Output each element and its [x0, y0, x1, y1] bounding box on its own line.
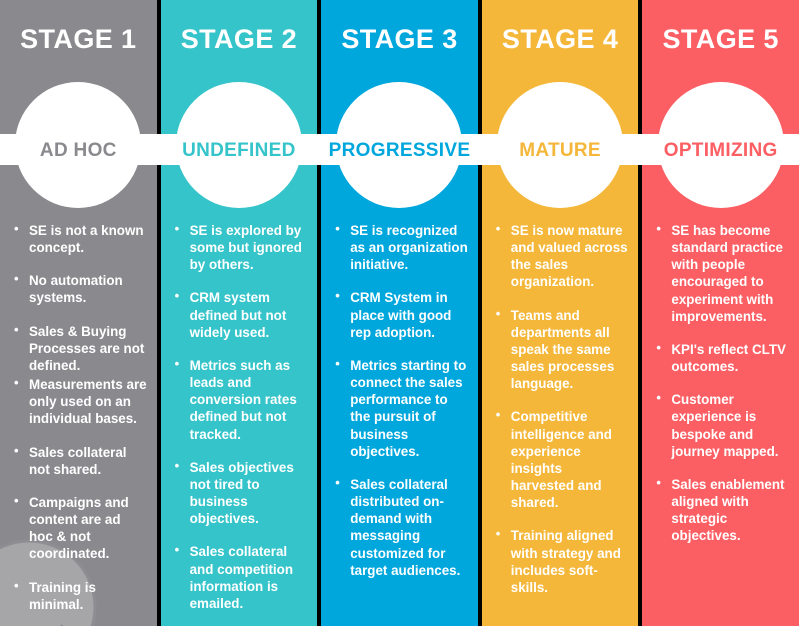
bullet-item: Sales collateral not shared. [14, 443, 147, 478]
stage-bullets-2: SE is explored by some but ignored by ot… [161, 221, 318, 626]
stage-bullets-1: SE is not a known concept. No automation… [0, 221, 157, 613]
stage-bullets-3: SE is recognized as an organization init… [321, 221, 478, 579]
stage-bullets-5: SE has become standard practice with peo… [642, 221, 799, 545]
stage-column-3[interactable]: STAGE 3 SE is recognized as an organizat… [321, 0, 478, 626]
bullet-item: Competitive intelligence and experience … [496, 407, 629, 511]
stage-title-4: STAGE 4 [501, 24, 619, 54]
stage-title-1: STAGE 1 [20, 24, 137, 54]
bullet-item: Teams and departments all speak the same… [496, 306, 629, 393]
bullet-item: SE is recognized as an organization init… [335, 221, 468, 273]
stage-column-2[interactable]: STAGE 2 SE is explored by some but ignor… [160, 0, 318, 626]
bullet-item: Sales & Buying Processes are not defined… [14, 322, 147, 374]
stage-column-5[interactable]: STAGE 5 SE has become standard practice … [642, 0, 799, 626]
bullet-item: SE is explored by some but ignored by ot… [175, 221, 308, 273]
stage-column-1[interactable]: STAGE 1 SE is not a known concept. No au… [0, 0, 157, 626]
connector-band [0, 134, 799, 165]
bullet-item: SE is now mature and valued across the s… [496, 221, 629, 291]
bullet-item: CRM System in place with good rep adopti… [335, 288, 468, 340]
bullet-item: Sales collateral and competition informa… [175, 542, 308, 612]
bullet-item: Sales enablement aligned with strategic … [656, 475, 789, 545]
bullet-item: Measurements are only used on an individ… [14, 375, 147, 427]
bullet-item: Training aligned with strategy and inclu… [496, 526, 629, 596]
stage-title-5: STAGE 5 [662, 24, 779, 54]
bullet-item: SE has become standard practice with peo… [656, 221, 789, 325]
bullet-item: SE is not a known concept. [14, 221, 147, 256]
stage-bullets-4: SE is now mature and valued across the s… [482, 221, 639, 596]
bullet-item: Campaigns and content are ad hoc & not c… [14, 493, 147, 563]
bullet-item: KPI's reflect CLTV outcomes. [656, 340, 789, 375]
bullet-item: Metrics such as leads and conversion rat… [175, 356, 308, 443]
bullet-item: Training is minimal. [14, 577, 147, 613]
bullet-item: Sales collateral distributed on-demand w… [335, 475, 468, 579]
bullet-item: No automation systems. [14, 271, 147, 306]
stage-title-3: STAGE 3 [341, 24, 458, 54]
bullet-item: Sales objectives not tired to business o… [175, 458, 308, 528]
bullet-item: CRM system defined but not widely used. [175, 288, 308, 340]
bullet-item: Metrics starting to connect the sales pe… [335, 356, 468, 460]
stage-column-4[interactable]: STAGE 4 SE is now mature and valued acro… [481, 0, 639, 626]
bullet-item: Customer experience is bespoke and journ… [656, 390, 789, 460]
stage-title-2: STAGE 2 [180, 24, 298, 54]
